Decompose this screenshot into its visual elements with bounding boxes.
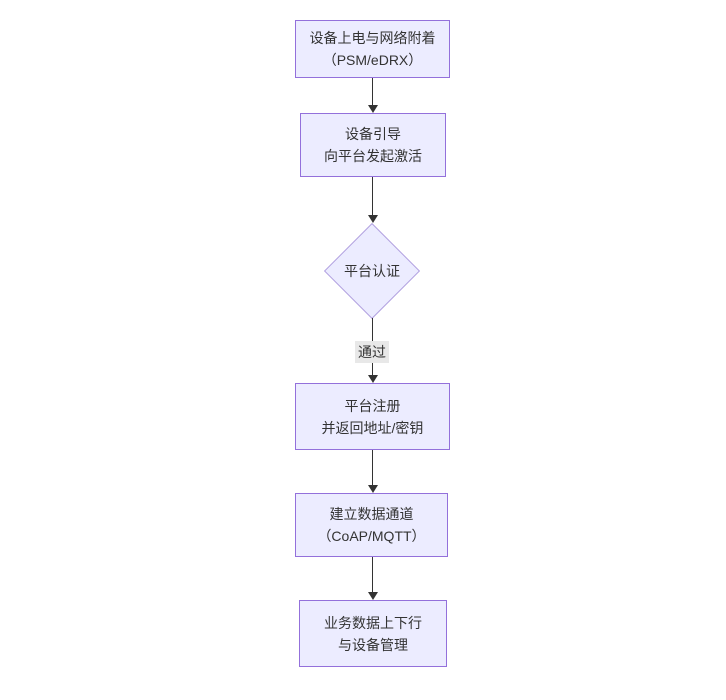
- arrowhead-icon-3: [368, 375, 378, 383]
- arrowhead-icon-5: [368, 592, 378, 600]
- node-bootstrap: 设备引导 向平台发起激活: [300, 113, 446, 177]
- node-business-data-line2: 与设备管理: [338, 636, 408, 653]
- node-data-channel-line2: （CoAP/MQTT）: [317, 528, 426, 544]
- node-data-channel-line1: 建立数据通道: [329, 506, 414, 522]
- arrowhead-icon-2: [368, 215, 378, 223]
- node-power-attach-line1: 设备上电与网络附着: [309, 30, 436, 46]
- node-power-attach-line2: （PSM/eDRX）: [322, 52, 423, 68]
- arrow-line-4: [372, 450, 373, 485]
- node-register: 平台注册 并返回地址/密钥: [295, 383, 450, 450]
- arrowhead-icon-1: [368, 105, 378, 113]
- node-auth-decision: 平台认证: [322, 222, 422, 319]
- node-register-line1: 平台注册: [344, 397, 401, 414]
- node-bootstrap-line2: 向平台发起激活: [324, 148, 422, 164]
- node-bootstrap-line1: 设备引导: [345, 126, 401, 142]
- node-auth-label: 平台认证: [344, 262, 400, 279]
- node-business-data: 业务数据上下行 与设备管理: [299, 600, 447, 667]
- arrow-line-1: [372, 78, 373, 105]
- node-power-attach: 设备上电与网络附着 （PSM/eDRX）: [295, 20, 450, 78]
- arrowhead-icon-4: [368, 485, 378, 493]
- arrow-line-2: [372, 177, 373, 215]
- edge-label-pass: 通过: [355, 341, 389, 363]
- arrow-line-5: [372, 557, 373, 592]
- node-data-channel: 建立数据通道 （CoAP/MQTT）: [295, 493, 448, 557]
- node-register-line2: 并返回地址/密钥: [321, 419, 424, 436]
- node-business-data-line1: 业务数据上下行: [324, 614, 422, 631]
